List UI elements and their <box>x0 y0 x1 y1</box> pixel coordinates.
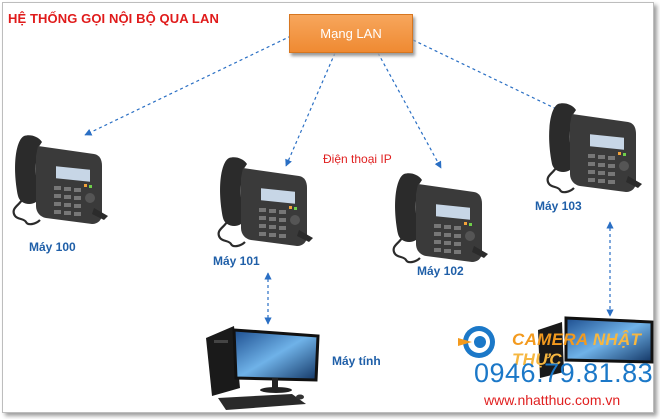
lan-label: Mạng LAN <box>320 26 382 41</box>
brand-watermark: CAMERA NHẬT THỰC 0946.79.81.83 www.nhatt… <box>454 326 659 419</box>
link-lan-m101 <box>285 52 336 167</box>
device-label-computer: Máy tính <box>332 354 381 368</box>
device-label-m102: Máy 102 <box>417 264 464 278</box>
device-label-m103: Máy 103 <box>535 199 582 213</box>
camera-logo-icon <box>458 326 495 358</box>
phone-100-icon <box>12 134 110 226</box>
brand-name-part1: CAMERA <box>512 330 593 349</box>
phone-101-icon <box>217 156 315 248</box>
monitor-icon <box>538 316 654 378</box>
link-lan-m103 <box>412 39 570 116</box>
computer-icon <box>206 326 320 410</box>
phone-103-icon <box>546 102 644 194</box>
phone-102-icon <box>392 172 490 264</box>
page-title: HỆ THỐNG GỌI NỘI BỘ QUA LAN <box>8 11 219 26</box>
brand-phone: 0946.79.81.83 <box>474 358 654 388</box>
link-lan-m100 <box>84 35 292 136</box>
brand-name-part2: NHẬT THỰC <box>512 330 642 369</box>
device-label-m101: Máy 101 <box>213 254 260 268</box>
link-lan-m102 <box>377 52 442 169</box>
brand-name: CAMERA NHẬT THỰC <box>512 330 659 370</box>
brand-website: www.nhatthuc.com.vn <box>484 392 621 408</box>
ip-phone-label: Điện thoại IP <box>323 152 392 166</box>
device-label-m100: Máy 100 <box>29 240 76 254</box>
lan-network-box: Mạng LAN <box>289 14 413 53</box>
